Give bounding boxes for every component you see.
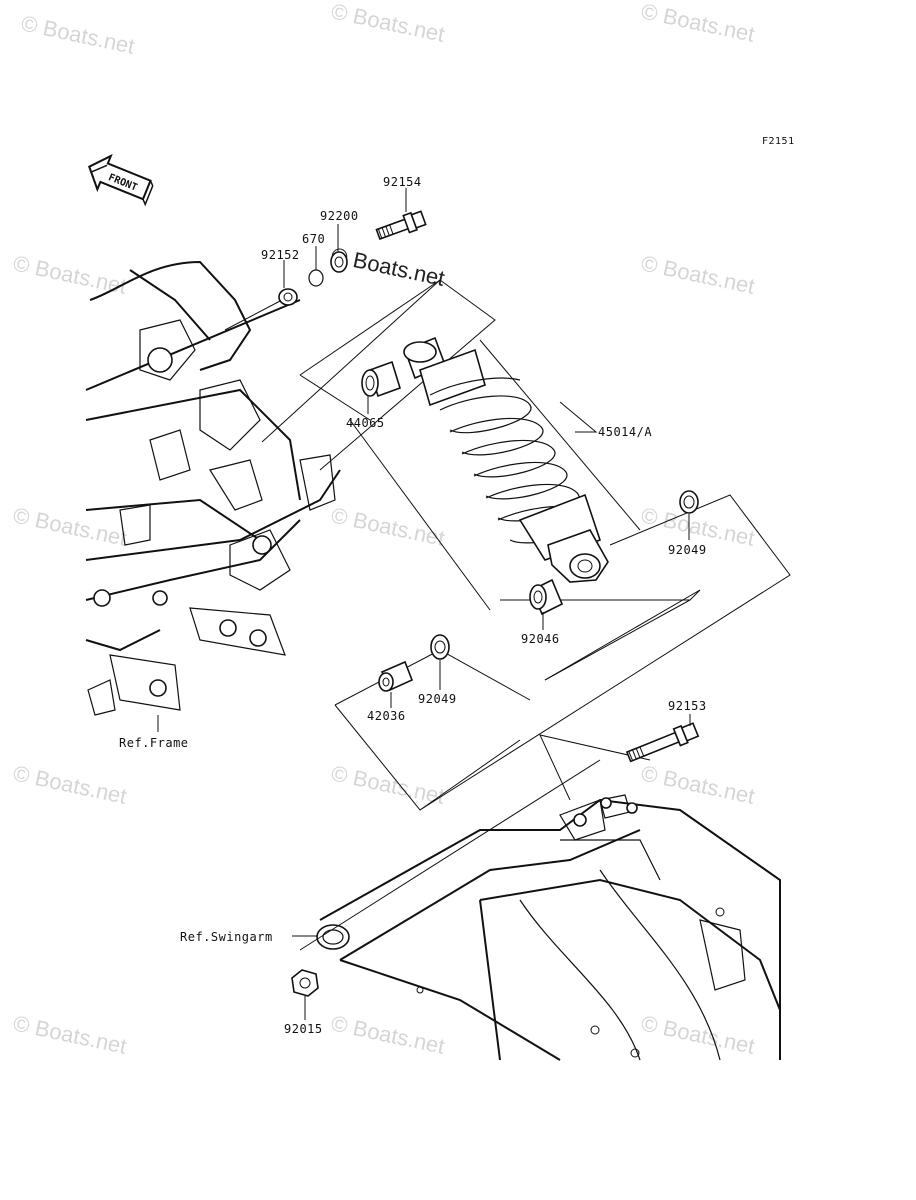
label-ref-swingarm[interactable]: Ref.Swingarm bbox=[180, 930, 273, 944]
watermark: © Boats.net bbox=[329, 760, 447, 808]
frame-drawing bbox=[85, 260, 341, 732]
watermark: © Boats.net bbox=[11, 502, 129, 550]
sleeve-42036[interactable] bbox=[378, 660, 414, 692]
seal-92049-left[interactable] bbox=[430, 634, 450, 660]
label-92015[interactable]: 92015 bbox=[284, 1022, 323, 1036]
bushing-44065[interactable] bbox=[361, 360, 401, 398]
swingarm-drawing bbox=[316, 794, 781, 1061]
watermark: © Boats.net bbox=[639, 250, 757, 298]
label-92046[interactable]: 92046 bbox=[521, 632, 560, 646]
label-92049-right[interactable]: 92049 bbox=[668, 543, 707, 557]
washer-92200[interactable] bbox=[330, 251, 348, 273]
figure-code: F2151 bbox=[762, 136, 795, 147]
watermark: © Boats.net bbox=[11, 1010, 129, 1058]
label-92200[interactable]: 92200 bbox=[320, 209, 359, 223]
circlip-670[interactable] bbox=[308, 269, 324, 287]
grouping-lines bbox=[224, 279, 791, 951]
watermark: © Boats.net bbox=[639, 760, 757, 808]
label-670[interactable]: 670 bbox=[302, 232, 325, 246]
seal-92049-right[interactable] bbox=[679, 490, 699, 514]
watermark: © Boats.net bbox=[639, 0, 757, 47]
collar-92152[interactable] bbox=[278, 288, 298, 306]
label-92152[interactable]: 92152 bbox=[261, 248, 300, 262]
shock-absorber-45014[interactable] bbox=[403, 336, 609, 583]
label-42036[interactable]: 42036 bbox=[367, 709, 406, 723]
label-92153[interactable]: 92153 bbox=[668, 699, 707, 713]
watermark: © Boats.net bbox=[19, 10, 137, 58]
front-arrow-icon: FRONT bbox=[88, 153, 154, 207]
bolt-92154[interactable] bbox=[375, 209, 427, 242]
watermark: © Boats.net bbox=[329, 0, 447, 47]
watermark: © Boats.net bbox=[329, 502, 447, 550]
label-92154[interactable]: 92154 bbox=[383, 175, 422, 189]
bolt-92153[interactable] bbox=[625, 721, 700, 765]
label-45014-a[interactable]: 45014/A bbox=[598, 425, 652, 439]
label-ref-frame[interactable]: Ref.Frame bbox=[119, 736, 189, 750]
label-92049-left[interactable]: 92049 bbox=[418, 692, 457, 706]
label-44065[interactable]: 44065 bbox=[346, 416, 385, 430]
watermark: © Boats.net bbox=[11, 760, 129, 808]
bearing-92046[interactable] bbox=[529, 578, 564, 616]
leader-lines bbox=[283, 188, 691, 1020]
watermark: © Boats.net bbox=[639, 1010, 757, 1058]
part-labels: 92154 92200 670 92152 44065 45014/A 9204… bbox=[119, 175, 707, 1036]
nut-92015[interactable] bbox=[291, 969, 319, 997]
watermark: © Boats.net bbox=[329, 1010, 447, 1058]
